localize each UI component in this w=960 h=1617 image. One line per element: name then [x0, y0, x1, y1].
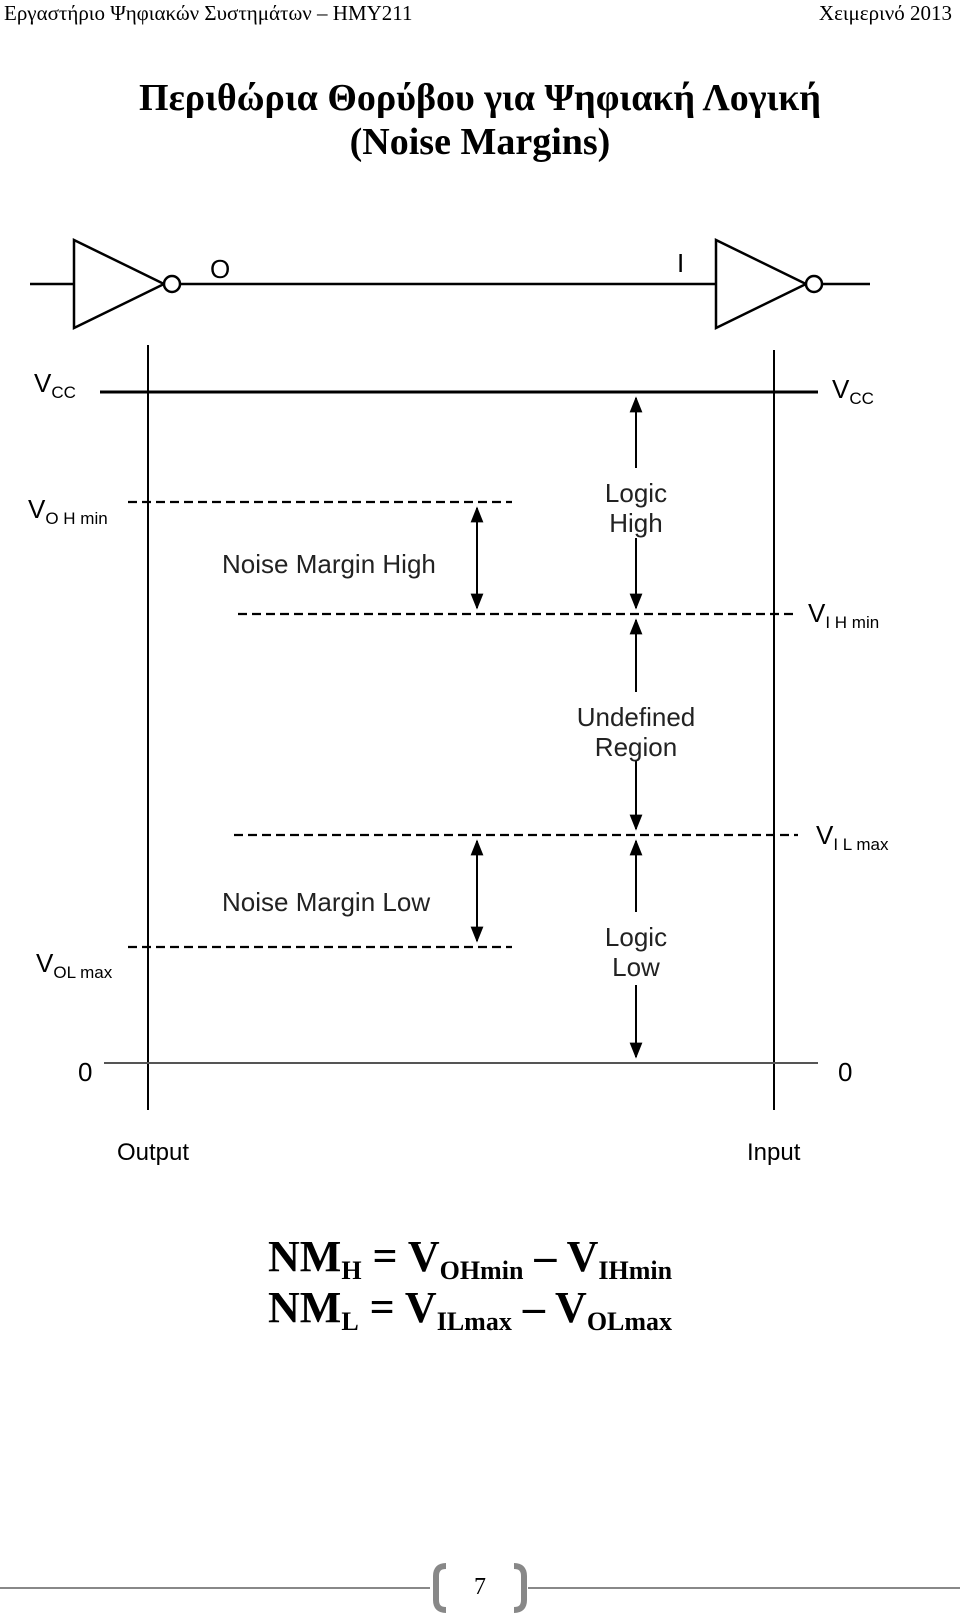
vcc-left-label: VCC	[34, 368, 76, 402]
logic-high-label-1: Logic	[605, 478, 667, 508]
undefined-region-label-1: Undefined	[577, 702, 696, 732]
formula-nml: NML = VILmax – VOLmax	[268, 1283, 673, 1336]
zero-left-label: 0	[78, 1057, 92, 1087]
page-number: 7	[474, 1574, 486, 1600]
driver-bubble	[162, 274, 182, 294]
voh-label: VO H min	[28, 494, 108, 528]
receiver-bubble	[804, 274, 824, 294]
undefined-region-label-2: Region	[595, 732, 677, 762]
left-brace	[433, 1563, 447, 1613]
formula-nmh: NMH = VOHmin – VIHmin	[268, 1232, 673, 1285]
page-subtitle: (Noise Margins)	[349, 121, 611, 163]
receiver-inverter	[714, 237, 809, 331]
logic-low-label-2: Low	[612, 952, 660, 982]
output-axis-label: Output	[117, 1139, 189, 1166]
footer-rule	[0, 1563, 960, 1613]
gate-output-label: O	[210, 254, 230, 284]
noise-margin-high-label: Noise Margin High	[222, 549, 436, 579]
logic-low-label-1: Logic	[605, 922, 667, 952]
vcc-right-label: VCC	[832, 374, 874, 408]
right-brace	[513, 1563, 527, 1613]
header-course: Εργαστήριο Ψηφιακών Συστημάτων – ΗΜΥ211	[4, 1, 413, 25]
vil-label: VI L max	[816, 820, 889, 854]
input-axis-label: Input	[747, 1139, 801, 1166]
gate-input-label: I	[677, 248, 684, 278]
logic-high-label-2: High	[609, 508, 662, 538]
noise-margin-low-label: Noise Margin Low	[222, 887, 430, 917]
page-title: Περιθώρια Θορύβου για Ψηφιακή Λογική	[139, 77, 821, 119]
vol-label: VOL max	[36, 948, 113, 982]
header-semester: Χειμερινό 2013	[818, 1, 952, 25]
vih-label: VI H min	[808, 598, 879, 632]
driver-inverter	[72, 237, 167, 331]
zero-right-label: 0	[838, 1057, 852, 1087]
inverter-chain	[30, 237, 870, 331]
